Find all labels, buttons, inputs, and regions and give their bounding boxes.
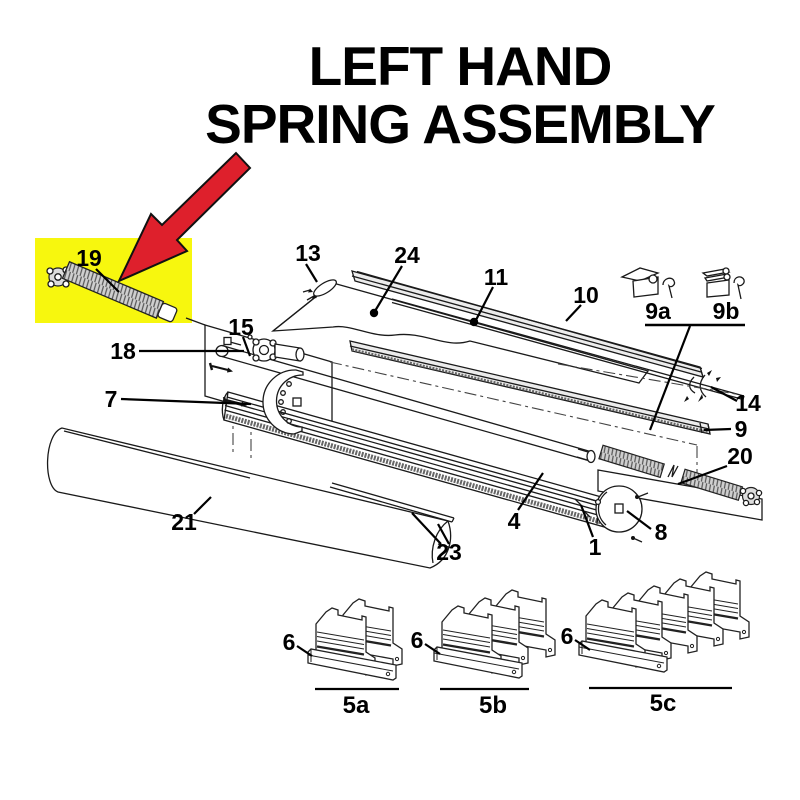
- clip-9a-icon: [620, 267, 676, 299]
- group-label-5b: 5b: [479, 692, 507, 719]
- centerline-upper: [557, 363, 737, 395]
- spring-19: [46, 260, 206, 326]
- part-label-4: 4: [508, 508, 521, 534]
- end-cap-13: [302, 279, 337, 301]
- centerline-main: [329, 361, 698, 446]
- clip-9b-icon: [701, 267, 745, 300]
- bracket-group-5a: [307, 597, 404, 691]
- part-label-6-right: 6: [561, 623, 574, 649]
- part-label-10: 10: [573, 282, 599, 308]
- group-label-5c: 5c: [650, 690, 677, 717]
- screw-icon: [208, 361, 235, 374]
- part-label-18: 18: [110, 338, 136, 364]
- group-label-5a: 5a: [343, 692, 370, 719]
- part-label-21: 21: [171, 509, 197, 535]
- part-label-11: 11: [484, 264, 509, 290]
- rail-9: [349, 340, 711, 435]
- poly-rod-11: [391, 298, 745, 401]
- part-label-23: 23: [436, 539, 462, 565]
- part-label-13: 13: [295, 240, 321, 266]
- part-label-14: 14: [735, 390, 761, 416]
- leader-dot-24: [369, 308, 379, 318]
- part-label-1: 1: [589, 534, 602, 560]
- red-arrow: [116, 151, 252, 284]
- part-label-9b: 9b: [713, 298, 740, 324]
- bracket-group-5b: [433, 588, 557, 691]
- part-label-6-left: 6: [283, 629, 296, 655]
- leader-lines: [95, 263, 745, 657]
- part-label-7: 7: [105, 386, 118, 412]
- bracket-group-5c: [578, 570, 751, 690]
- idler-cap-7: [208, 361, 304, 435]
- shield-tube-21: [46, 427, 452, 569]
- title-line-2: SPRING ASSEMBLY: [205, 92, 716, 155]
- coupler-18: [223, 334, 305, 362]
- page-title: LEFT HAND SPRING ASSEMBLY: [120, 35, 800, 155]
- part-label-8: 8: [655, 519, 668, 545]
- part-label-15: 15: [228, 314, 254, 340]
- part-label-19: 19: [76, 245, 102, 271]
- leader-dot-11: [469, 317, 479, 327]
- rail-10: [351, 270, 704, 378]
- part-label-20: 20: [727, 443, 753, 469]
- part-label-24: 24: [394, 242, 420, 268]
- part-label-6-mid: 6: [411, 627, 424, 653]
- part-label-9: 9: [735, 416, 748, 442]
- slat-23: [329, 482, 455, 549]
- end-cap-8: [585, 485, 649, 543]
- part-label-9a: 9a: [645, 298, 671, 324]
- title-line-1: LEFT HAND: [308, 35, 613, 97]
